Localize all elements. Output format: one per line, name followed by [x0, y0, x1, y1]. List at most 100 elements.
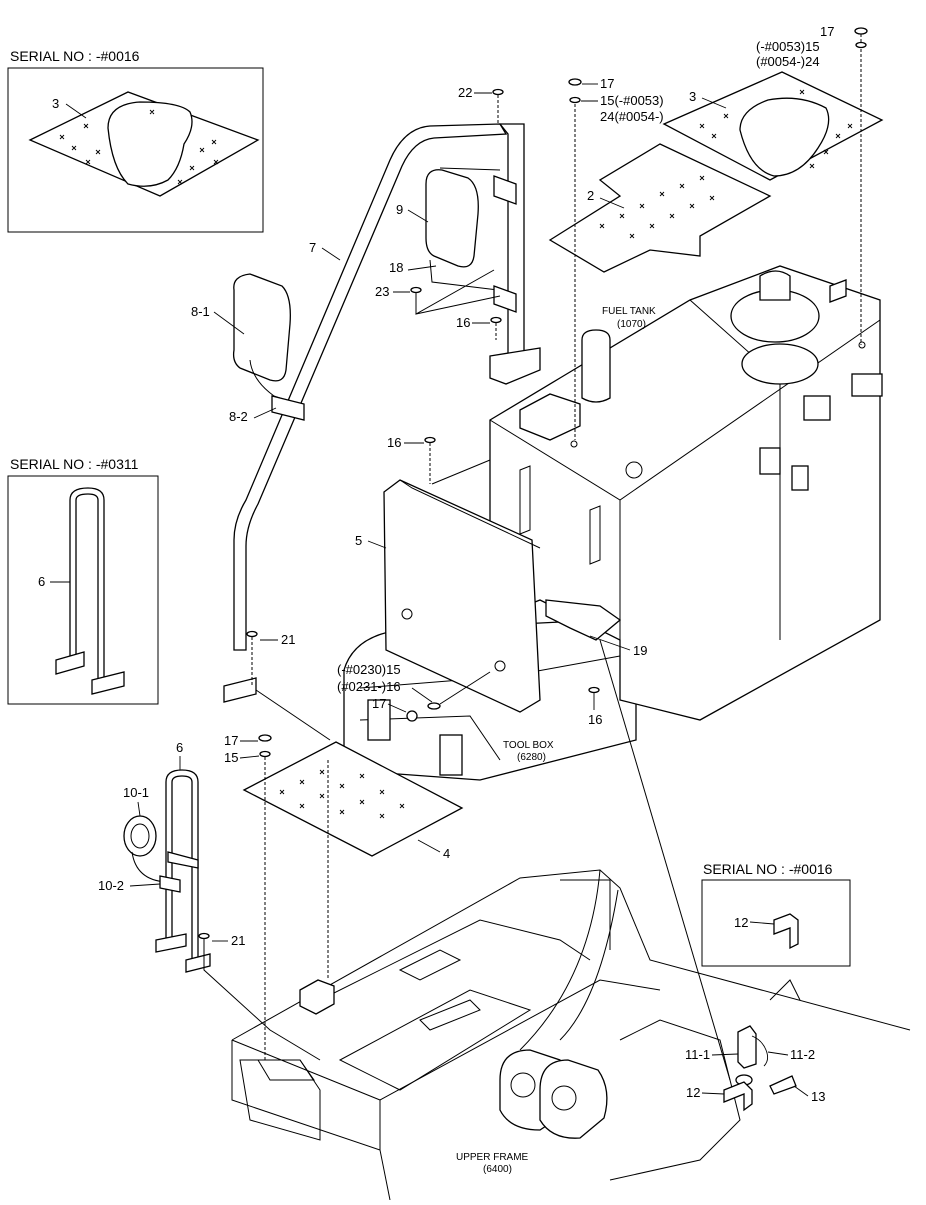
plate-texture: [699, 89, 853, 169]
tank-pad: [519, 393, 581, 441]
frame-outline: [231, 869, 911, 1041]
callout-5: 5: [355, 533, 362, 548]
bolt-17: [258, 734, 272, 742]
leader: [767, 1051, 789, 1056]
tank-cap: [759, 270, 791, 301]
leader: [387, 703, 407, 713]
assembly-line: [431, 459, 491, 485]
callout-18: 18: [389, 260, 403, 275]
washer-15-24: [855, 41, 867, 49]
pin-assembly: 11-1 11-2 12 13: [685, 1025, 825, 1112]
mirror-8: 8-1 8-2: [191, 273, 305, 424]
frame-front: [231, 1040, 391, 1201]
boom-line-1: [519, 869, 601, 1051]
callout-17-top-right: 17: [820, 24, 834, 39]
upper-frame: UPPER FRAME (6400): [231, 869, 911, 1201]
leader: [599, 197, 625, 209]
callout-11-2: 11-2: [790, 1047, 815, 1062]
bracket-12-inset: [773, 913, 799, 950]
bolt-17: [568, 78, 582, 86]
tool-box-code: (6280): [517, 752, 546, 763]
callout-17-plate4: 17: [224, 733, 238, 748]
tank-sensor: [851, 373, 883, 397]
washer-15-24: [569, 96, 581, 104]
callout-6: 6: [176, 740, 183, 755]
bolt-15-16: [427, 702, 441, 710]
bracket-19: 19: [545, 599, 647, 658]
assembly-line: [203, 939, 321, 1061]
boom-line-2: [559, 889, 619, 1041]
light-10-1: [123, 815, 157, 857]
screw-23: [410, 286, 422, 294]
upper-frame-name: UPPER FRAME: [456, 1152, 529, 1163]
mirror-brackets: [493, 175, 517, 313]
callout-8-1: 8-1: [191, 304, 210, 319]
bracket-12: [723, 1081, 753, 1112]
callout-3: 3: [689, 89, 696, 104]
serial-label-mid-left: SERIAL NO : -#0311: [10, 456, 139, 472]
plate-hole-inset: [107, 101, 193, 187]
callout-6-inset: 6: [38, 574, 45, 589]
callout-11-1: 11-1: [685, 1047, 710, 1062]
rail-7-tube: [233, 123, 508, 651]
leader: [793, 1085, 809, 1097]
callout-13: 13: [811, 1089, 825, 1104]
callout-7: 7: [309, 240, 316, 255]
handrail-feet: [55, 651, 125, 695]
tank-gauge: [741, 343, 819, 385]
callout-16-toolbox: (#0231-)16: [337, 679, 401, 694]
callout-24-top-right: (#0054-)24: [756, 54, 820, 69]
callout-2: 2: [587, 188, 594, 203]
bolt-hole: [858, 341, 866, 349]
frame-boss: [299, 979, 335, 1015]
callout-15-top: 15(-#0053): [600, 93, 664, 108]
callout-12-inset: 12: [734, 915, 748, 930]
mirror-8-1: [232, 273, 291, 382]
callout-8-2: 8-2: [229, 409, 248, 424]
assembly-line: [599, 639, 731, 1081]
frame-pocket: [338, 989, 532, 1091]
frame-right-detail: [769, 979, 801, 1001]
latch-left: [367, 699, 391, 741]
inset-top-left: SERIAL NO : -#0016 3: [7, 48, 264, 233]
frame-box-top: [257, 1059, 315, 1081]
serial-label-top-left: SERIAL NO : -#0016: [10, 48, 140, 64]
plate-texture: [279, 769, 405, 819]
callout-24-top: 24(#0054-): [600, 109, 664, 124]
boom-foot-2: [539, 1059, 608, 1139]
inset-frame: [701, 879, 851, 967]
inset-right: SERIAL NO : -#0016 12: [701, 861, 851, 967]
mirror-9-arm-top: [439, 167, 501, 171]
leader: [417, 839, 441, 853]
bolt-16: [588, 686, 600, 694]
rail-6-feet: [155, 933, 211, 973]
fuel-tank-code: (1070): [617, 319, 646, 330]
bolt-17: [854, 27, 868, 35]
cover-5: 5: [355, 479, 541, 713]
callout-17-top: 17: [600, 76, 614, 91]
callout-15-toolbox: (-#0230)15: [337, 662, 401, 677]
inset-frame: [7, 67, 264, 233]
plate-4-body: [242, 741, 464, 857]
callout-15-top-right: (-#0053)15: [756, 39, 820, 54]
leader: [137, 801, 141, 817]
frame-rail: [379, 979, 661, 1101]
assembly-line: [415, 269, 501, 315]
plate-texture: [59, 109, 219, 185]
tank-top-tab: [829, 279, 847, 303]
inset-frame: [7, 475, 159, 705]
cover-hole: [401, 608, 413, 620]
callout-21-lower: 21: [231, 933, 245, 948]
leader: [749, 921, 775, 925]
leader: [407, 265, 437, 271]
rail-7-base: [489, 347, 541, 385]
light-lens: [130, 823, 150, 849]
frame-edge: [231, 1039, 381, 1150]
callout-10-1: 10-1: [123, 785, 149, 800]
step-plate-2: 2: [548, 143, 772, 273]
callout-16-mid: 16: [387, 435, 401, 450]
step-plate-4: 4: [242, 741, 464, 861]
frame-post: [560, 879, 611, 950]
callout-16-lower: 16: [588, 712, 602, 727]
